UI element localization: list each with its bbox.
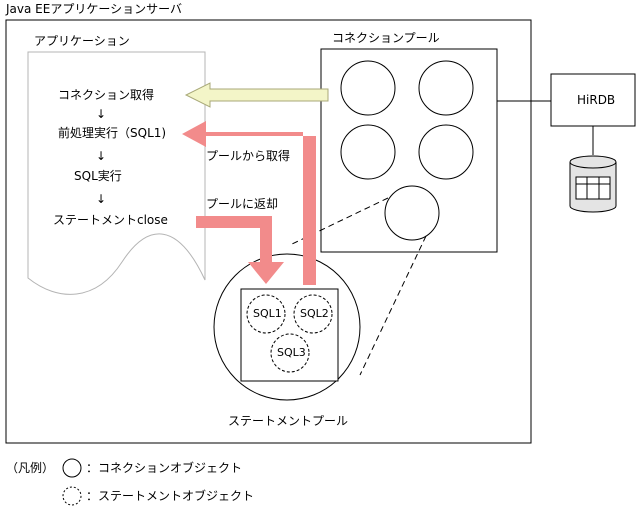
server-title: Java EEアプリケーションサーバ (6, 2, 182, 16)
step-arrow-down-icon: ↓ (96, 107, 107, 121)
zoom-line-lower (359, 235, 427, 376)
statement-sql1-label: SQL1 (253, 307, 282, 320)
legend-connection-icon (62, 458, 82, 478)
get-connection-arrow (184, 82, 329, 108)
application-document-shape (27, 51, 206, 295)
statement-pool-title: ステートメントプール (228, 414, 349, 428)
get-from-pool-label: プールから取得 (206, 149, 291, 163)
step-arrow-down-icon: ↓ (96, 149, 107, 163)
statement-sql3-label: SQL3 (277, 346, 306, 359)
database-icon (569, 155, 617, 213)
get-from-pool-arrow (182, 121, 316, 285)
legend-statement-icon (62, 486, 82, 506)
step-execute-sql: SQL実行 (74, 169, 122, 183)
connection-pool-title: コネクションプール (332, 31, 440, 45)
connection-object (340, 60, 396, 116)
hirdb-label: HiRDB (577, 93, 616, 107)
legend-connection-text: ：コネクションオブジェクト (86, 461, 243, 475)
statement-sql2-label: SQL2 (300, 307, 329, 320)
statement-object-sql3 (270, 333, 310, 373)
legend-prefix: （凡例） (6, 461, 55, 475)
statement-object-sql2 (293, 294, 333, 334)
connection-object (418, 60, 474, 116)
return-to-pool-label: プールに返却 (206, 197, 279, 211)
hirdb-box (550, 73, 636, 127)
statement-object-sql1 (246, 294, 286, 334)
step-prepare-sql1: 前処理実行（SQL1) (58, 126, 167, 140)
step-statement-close: ステートメントclose (53, 213, 168, 227)
step-arrow-down-icon: ↓ (96, 192, 107, 206)
return-to-pool-arrow (196, 216, 284, 284)
connection-object (418, 124, 474, 180)
legend-statement-text: ：ステートメントオブジェクト (86, 489, 255, 503)
connection-object (340, 124, 396, 180)
step-get-connection: コネクション取得 (58, 88, 155, 102)
server-box (5, 19, 532, 444)
connection-object-in-use (384, 185, 440, 241)
application-title: アプリケーション (34, 34, 130, 48)
